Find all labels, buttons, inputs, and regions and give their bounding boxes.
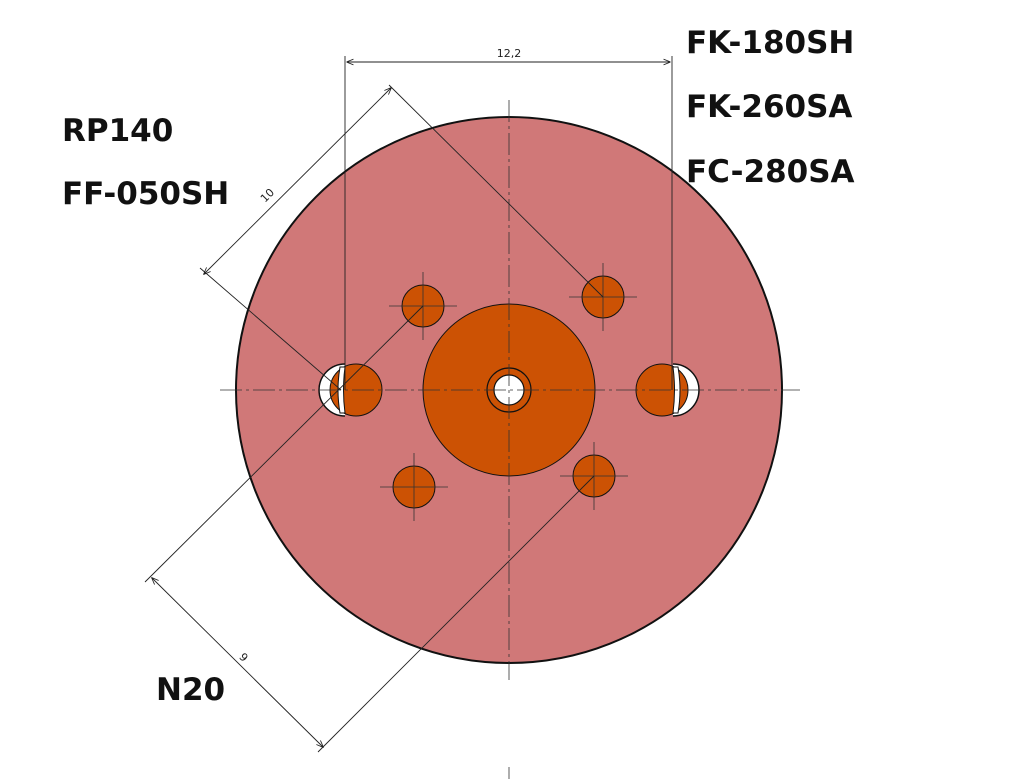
center-lines — [220, 100, 800, 680]
dimension-diagonal-lower-label: 9 — [236, 650, 250, 664]
label-n20: N20 — [156, 672, 225, 708]
dimension-diagonal-upper — [199, 84, 604, 391]
label-fc280sa: FC-280SA — [686, 154, 855, 190]
dimension-diagonal-lower — [144, 305, 595, 753]
label-fk180sh: FK-180SH — [686, 25, 854, 61]
label-rp140: RP140 — [62, 113, 173, 149]
dimension-diagonal-upper-label: 10 — [258, 186, 277, 205]
label-ff050sh: FF-050SH — [62, 176, 229, 212]
dimension-horizontal-label: 12,2 — [497, 47, 522, 60]
label-fk260sa: FK-260SA — [686, 89, 852, 125]
